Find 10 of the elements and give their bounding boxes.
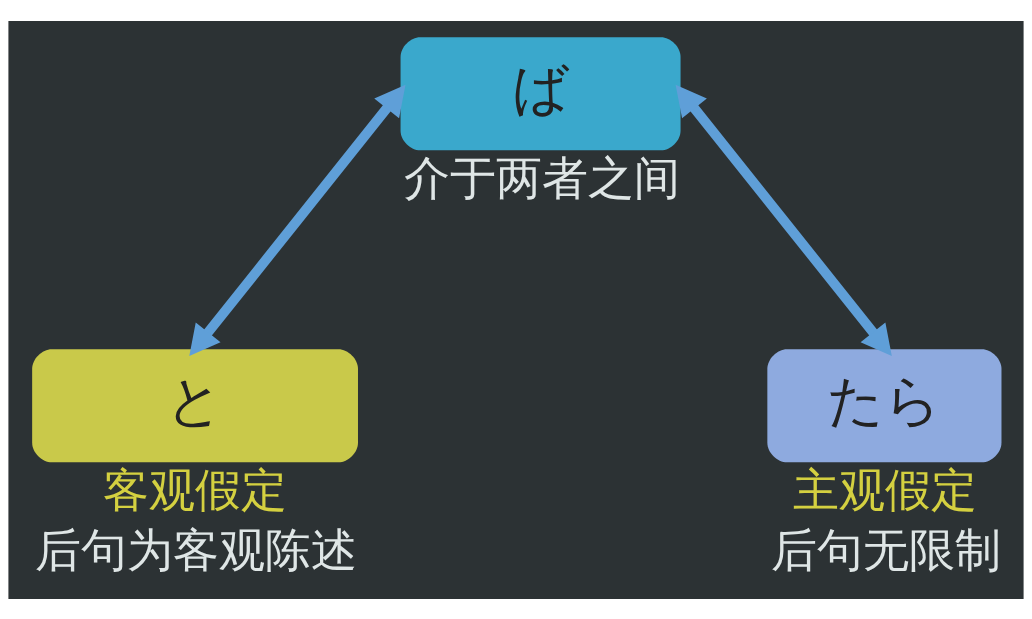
node-box: と bbox=[32, 348, 358, 462]
node-label: 客观假定 bbox=[103, 462, 288, 516]
node-label: 主观假定 bbox=[792, 462, 977, 516]
node-box: たら bbox=[767, 348, 1002, 462]
arrow bbox=[189, 84, 406, 356]
node-box: ば bbox=[400, 36, 681, 150]
node-label: 后句无限制 bbox=[770, 522, 1001, 577]
arrow bbox=[675, 84, 892, 356]
node-label: 介于两者之间 bbox=[403, 150, 680, 205]
node-label: 后句为客观陈述 bbox=[35, 522, 358, 577]
